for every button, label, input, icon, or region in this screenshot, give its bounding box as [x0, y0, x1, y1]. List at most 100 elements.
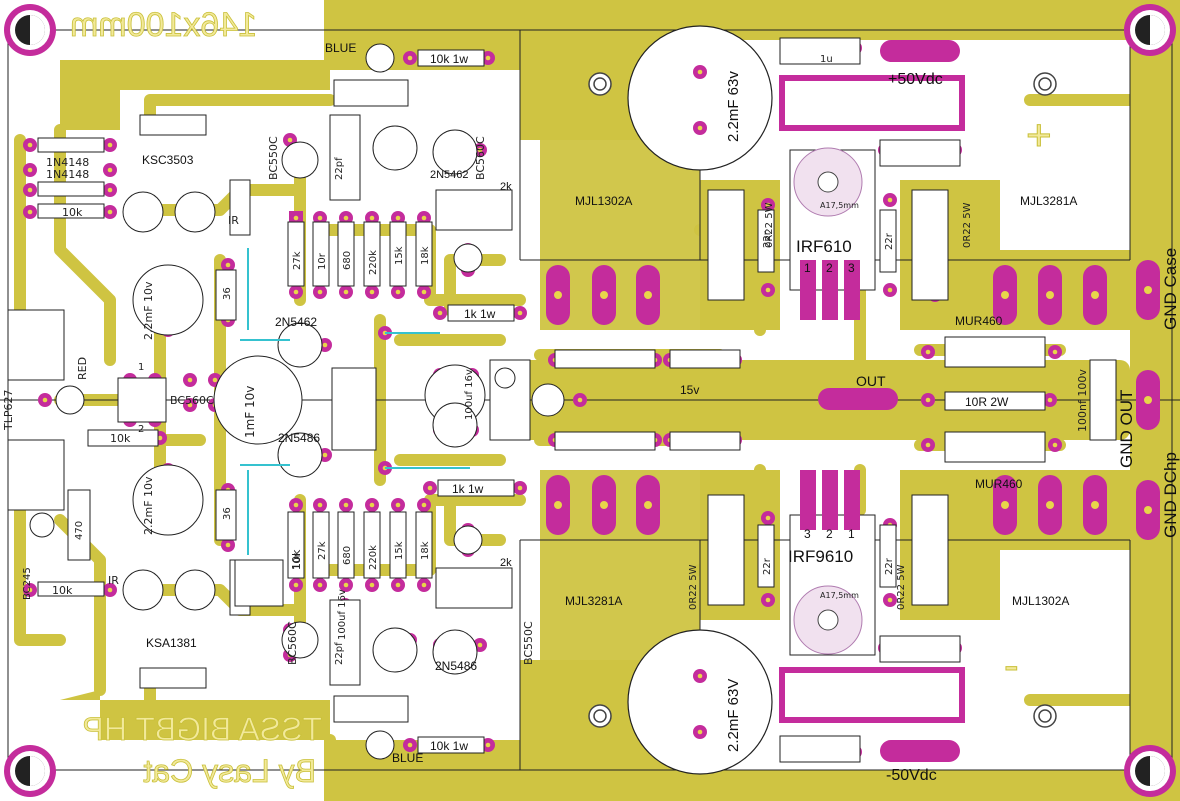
n2n5486-a: 2N5486 [278, 431, 320, 445]
n4148-b: 1N4148 [46, 168, 89, 181]
ir-b: IR [108, 574, 119, 587]
cap-100nf-label: 100nf 100v [1076, 369, 1089, 432]
plus-sign: + [1026, 111, 1052, 160]
r-022-b: 0R22 5W [962, 202, 973, 248]
cap-22mf-bot-label: 2.2mF 63V [725, 679, 742, 752]
corner-mount-br [1124, 745, 1176, 797]
component-bodies [7, 37, 1117, 763]
bc560c-mid: BC560C [170, 394, 214, 407]
res-10k1w-bot: 10k 1w [430, 739, 468, 753]
bc560c-top: BC560C [474, 136, 487, 180]
heatsink-top-label: A17,5mm [820, 201, 859, 210]
r10k-b: 10k [110, 432, 131, 445]
mount-hole [588, 704, 612, 728]
cap-22mf10v-top: 2.2mF 10v [142, 281, 155, 340]
heatsink-bot-label: A17,5mm [820, 591, 859, 600]
bc550c-bot: BC550C [522, 621, 535, 665]
cap-100uf16v-bot: 100uf 16v [337, 589, 348, 640]
irf9610-label: IRF9610 [788, 547, 853, 566]
project-author: By Lasy Cat [143, 753, 316, 789]
ksa1381-label: KSA1381 [146, 636, 197, 650]
tlp627-label: TLP627 [2, 390, 15, 431]
mount-hole [1033, 704, 1057, 728]
cap-22pf-top: 22pf [334, 157, 345, 180]
corner-mount-tr [1124, 4, 1176, 56]
irf9610-heatsink [789, 514, 876, 656]
n2n5462-a: 2N5462 [430, 169, 469, 181]
r36-a: 36 [222, 287, 233, 300]
cap-100uf16v-top: 100uf 16v [464, 369, 475, 420]
mount-hole [588, 72, 612, 96]
mjl3281a-top-label: MJL3281A [1020, 194, 1077, 208]
power-labels: +50Vdc -50Vdc + - OUT 15v MUR460 MUR460 … [680, 71, 1089, 784]
power-stage-labels: MJL1302A MJL3281A MJL3281A MJL1302A IRF6… [565, 54, 1077, 752]
r10k-a: 10k [62, 206, 83, 219]
board-size-title: 146x100mm [70, 6, 257, 44]
r36-b: 36 [222, 507, 233, 520]
r18k-b: 18k [420, 541, 431, 560]
r-22r-c: 22r [762, 557, 773, 575]
cap-1u-label: 1u [820, 54, 833, 65]
title-area: 146x100mm TSSA BIGBT HP By Lasy Cat [70, 6, 323, 790]
mjl1302a-bot-label: MJL1302A [1012, 594, 1069, 608]
r680-a: 680 [342, 251, 353, 270]
minus-sign: - [1004, 641, 1019, 690]
res-10r-label: 10R 2W [965, 395, 1009, 409]
project-title: TSSA BIGBT HP [83, 711, 322, 747]
gnd-dchp-label: GND DChp [1161, 452, 1180, 538]
blue-bot: BLUE [392, 751, 423, 765]
n2n5486-b: 2N5486 [435, 659, 477, 673]
q-a: 1 [138, 362, 144, 373]
r10k-c: 10k [52, 584, 73, 597]
jumper-wires [240, 248, 470, 555]
gnd-out-label: GND OUT [1117, 390, 1136, 468]
n2n5462-b: 2N5462 [275, 315, 317, 329]
irf610-pins: 1 2 3 [804, 261, 861, 275]
r15k-b: 15k [394, 541, 405, 560]
cap-22mf10v-bot: 2.2mF 10v [142, 476, 155, 535]
out-label: OUT [856, 373, 886, 389]
r-22r-d: 22r [884, 557, 895, 575]
r10k-d: 10k [290, 549, 303, 570]
irf9610-pins: 3 2 1 [804, 527, 861, 541]
cap-2200uf-bot [627, 629, 773, 775]
red-label: RED [76, 357, 89, 380]
ksc3503-label: KSC3503 [142, 153, 194, 167]
r15k-a: 15k [394, 246, 405, 265]
mur460-top: MUR460 [955, 314, 1003, 328]
r-022-a: 0R22 5W [764, 202, 775, 248]
mjl1302a-top-label: MJL1302A [575, 194, 632, 208]
r27k-b: 27k [317, 541, 328, 560]
r-022-d: 0R22 5W [896, 564, 907, 610]
r-22r-b: 22r [884, 232, 895, 250]
power-pads [546, 40, 1160, 762]
res-10k1w-top: 10k 1w [430, 52, 468, 66]
n4148-a: 1N4148 [46, 156, 89, 169]
mjl3281a-bot-label: MJL3281A [565, 594, 622, 608]
v15-label: 15v [680, 383, 699, 397]
cap-1mf10v: 1mF 10v [243, 386, 257, 438]
bc245-label: BC245 [22, 567, 33, 600]
minus-50-label: -50Vdc [886, 767, 937, 784]
r-22r-a: 22r [762, 230, 773, 248]
trim-2k-b: 2k [500, 557, 512, 569]
r470: 470 [74, 521, 85, 540]
corner-mount-tl [4, 4, 56, 56]
bc560c-bot: BC560C [286, 621, 299, 665]
r10r-b: 10r [292, 552, 303, 570]
cap-2200uf-top [627, 25, 773, 171]
plus-50-label: +50Vdc [888, 71, 943, 88]
round-components [29, 43, 565, 760]
r220k-b: 220k [368, 545, 379, 570]
gnd-case-label: GND Case [1161, 248, 1180, 330]
cap-22mf-top-label: 2.2mF 63v [725, 71, 742, 142]
res-1k1w-bot: 1k 1w [452, 482, 484, 496]
r220k-a: 220k [368, 250, 379, 275]
mur460-bot: MUR460 [975, 477, 1023, 491]
r10r-a: 10r [317, 252, 328, 270]
q-b: 2 [138, 424, 144, 435]
bc550c-top: BC550C [267, 136, 280, 180]
r18k-a: 18k [420, 246, 431, 265]
r27k-a: 27k [292, 251, 303, 270]
